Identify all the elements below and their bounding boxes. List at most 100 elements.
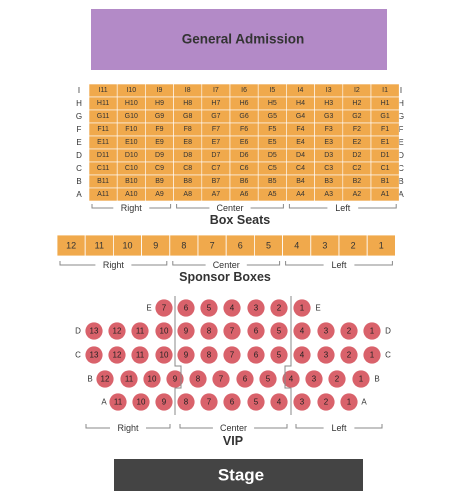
box-seat-D4[interactable]: D4 [286, 148, 315, 163]
vip-seat-D7[interactable]: 7 [223, 322, 241, 340]
box-seat-E11[interactable]: E11 [88, 135, 118, 150]
box-seat-H8[interactable]: H8 [173, 96, 203, 111]
vip-seat-B1[interactable]: 1 [352, 370, 370, 388]
sponsor-box-4[interactable]: 4 [282, 234, 312, 257]
box-seat-F8[interactable]: F8 [173, 122, 203, 137]
box-seat-G8[interactable]: G8 [173, 109, 203, 124]
box-seat-C7[interactable]: C7 [201, 161, 231, 176]
vip-seat-C1[interactable]: 1 [363, 346, 381, 364]
box-seat-H6[interactable]: H6 [229, 96, 259, 111]
vip-seat-D4[interactable]: 4 [293, 322, 311, 340]
sponsor-box-8[interactable]: 8 [169, 234, 199, 257]
box-seat-G2[interactable]: G2 [342, 109, 372, 124]
box-seat-F3[interactable]: F3 [314, 122, 344, 137]
vip-seat-D5[interactable]: 5 [270, 322, 288, 340]
box-seat-C8[interactable]: C8 [173, 161, 203, 176]
box-seat-G1[interactable]: G1 [370, 109, 400, 124]
vip-seat-D6[interactable]: 6 [247, 322, 265, 340]
box-seat-C3[interactable]: C3 [314, 161, 344, 176]
vip-seat-B11[interactable]: 11 [120, 370, 138, 388]
vip-seat-E2[interactable]: 2 [270, 299, 288, 317]
box-seat-C10[interactable]: C10 [116, 161, 146, 176]
vip-seat-D9[interactable]: 9 [177, 322, 195, 340]
box-seat-B9[interactable]: B9 [145, 174, 174, 189]
vip-seat-B4[interactable]: 4 [282, 370, 300, 388]
vip-seat-D11[interactable]: 11 [131, 322, 149, 340]
vip-seat-B9[interactable]: 9 [166, 370, 184, 388]
box-seat-D3[interactable]: D3 [314, 148, 344, 163]
box-seat-D10[interactable]: D10 [116, 148, 146, 163]
vip-seat-A11[interactable]: 11 [109, 393, 127, 411]
vip-seat-C4[interactable]: 4 [293, 346, 311, 364]
vip-seat-E5[interactable]: 5 [200, 299, 218, 317]
box-seat-C2[interactable]: C2 [342, 161, 372, 176]
sponsor-box-12[interactable]: 12 [56, 234, 86, 257]
box-seat-H3[interactable]: H3 [314, 96, 344, 111]
vip-seat-D12[interactable]: 12 [108, 322, 126, 340]
box-seat-F11[interactable]: F11 [88, 122, 118, 137]
box-seat-E2[interactable]: E2 [342, 135, 372, 150]
box-seat-E4[interactable]: E4 [286, 135, 315, 150]
vip-seat-C10[interactable]: 10 [155, 346, 173, 364]
vip-seat-A6[interactable]: 6 [223, 393, 241, 411]
box-seat-C5[interactable]: C5 [257, 161, 287, 176]
box-seat-A3[interactable]: A3 [314, 187, 344, 202]
box-seat-B8[interactable]: B8 [173, 174, 203, 189]
box-seat-E9[interactable]: E9 [145, 135, 174, 150]
box-seat-D5[interactable]: D5 [257, 148, 287, 163]
box-seat-F2[interactable]: F2 [342, 122, 372, 137]
box-seat-I10[interactable]: I10 [116, 83, 146, 98]
box-seat-A10[interactable]: A10 [116, 187, 146, 202]
box-seat-G7[interactable]: G7 [201, 109, 231, 124]
box-seat-A9[interactable]: A9 [145, 187, 174, 202]
box-seat-A11[interactable]: A11 [88, 187, 118, 202]
box-seat-I5[interactable]: I5 [257, 83, 287, 98]
general-admission-section[interactable]: General Admission [91, 9, 387, 70]
box-seat-F1[interactable]: F1 [370, 122, 400, 137]
box-seat-H10[interactable]: H10 [116, 96, 146, 111]
box-seat-B11[interactable]: B11 [88, 174, 118, 189]
vip-seat-C8[interactable]: 8 [200, 346, 218, 364]
vip-seat-D2[interactable]: 2 [340, 322, 358, 340]
box-seat-F10[interactable]: F10 [116, 122, 146, 137]
box-seat-I3[interactable]: I3 [314, 83, 344, 98]
vip-seat-E3[interactable]: 3 [247, 299, 265, 317]
box-seat-I6[interactable]: I6 [229, 83, 259, 98]
box-seat-C4[interactable]: C4 [286, 161, 315, 176]
general-admission-area[interactable] [91, 9, 387, 70]
box-seat-A7[interactable]: A7 [201, 187, 231, 202]
box-seat-F4[interactable]: F4 [286, 122, 315, 137]
box-seat-C9[interactable]: C9 [145, 161, 174, 176]
box-seat-G9[interactable]: G9 [145, 109, 174, 124]
sponsor-box-1[interactable]: 1 [366, 234, 396, 257]
vip-seat-D13[interactable]: 13 [85, 322, 103, 340]
box-seat-I8[interactable]: I8 [173, 83, 203, 98]
box-seat-B10[interactable]: B10 [116, 174, 146, 189]
sponsor-box-5[interactable]: 5 [253, 234, 283, 257]
box-seat-F6[interactable]: F6 [229, 122, 259, 137]
vip-seat-B8[interactable]: 8 [189, 370, 207, 388]
box-seat-G10[interactable]: G10 [116, 109, 146, 124]
box-seat-I4[interactable]: I4 [286, 83, 315, 98]
box-seat-H4[interactable]: H4 [286, 96, 315, 111]
box-seat-E3[interactable]: E3 [314, 135, 344, 150]
vip-seat-C6[interactable]: 6 [247, 346, 265, 364]
box-seat-I11[interactable]: I11 [88, 83, 118, 98]
box-seat-E7[interactable]: E7 [201, 135, 231, 150]
box-seat-B4[interactable]: B4 [286, 174, 315, 189]
vip-seat-E1[interactable]: 1 [293, 299, 311, 317]
vip-seat-B12[interactable]: 12 [96, 370, 114, 388]
box-seat-G5[interactable]: G5 [257, 109, 287, 124]
box-seat-A6[interactable]: A6 [229, 187, 259, 202]
sponsor-box-6[interactable]: 6 [225, 234, 255, 257]
box-seat-E5[interactable]: E5 [257, 135, 287, 150]
box-seat-G3[interactable]: G3 [314, 109, 344, 124]
vip-seat-B10[interactable]: 10 [143, 370, 161, 388]
vip-seat-E4[interactable]: 4 [223, 299, 241, 317]
box-seat-B3[interactable]: B3 [314, 174, 344, 189]
vip-seat-C2[interactable]: 2 [340, 346, 358, 364]
box-seat-F5[interactable]: F5 [257, 122, 287, 137]
box-seat-B5[interactable]: B5 [257, 174, 287, 189]
box-seat-B1[interactable]: B1 [370, 174, 400, 189]
sponsor-box-2[interactable]: 2 [338, 234, 368, 257]
